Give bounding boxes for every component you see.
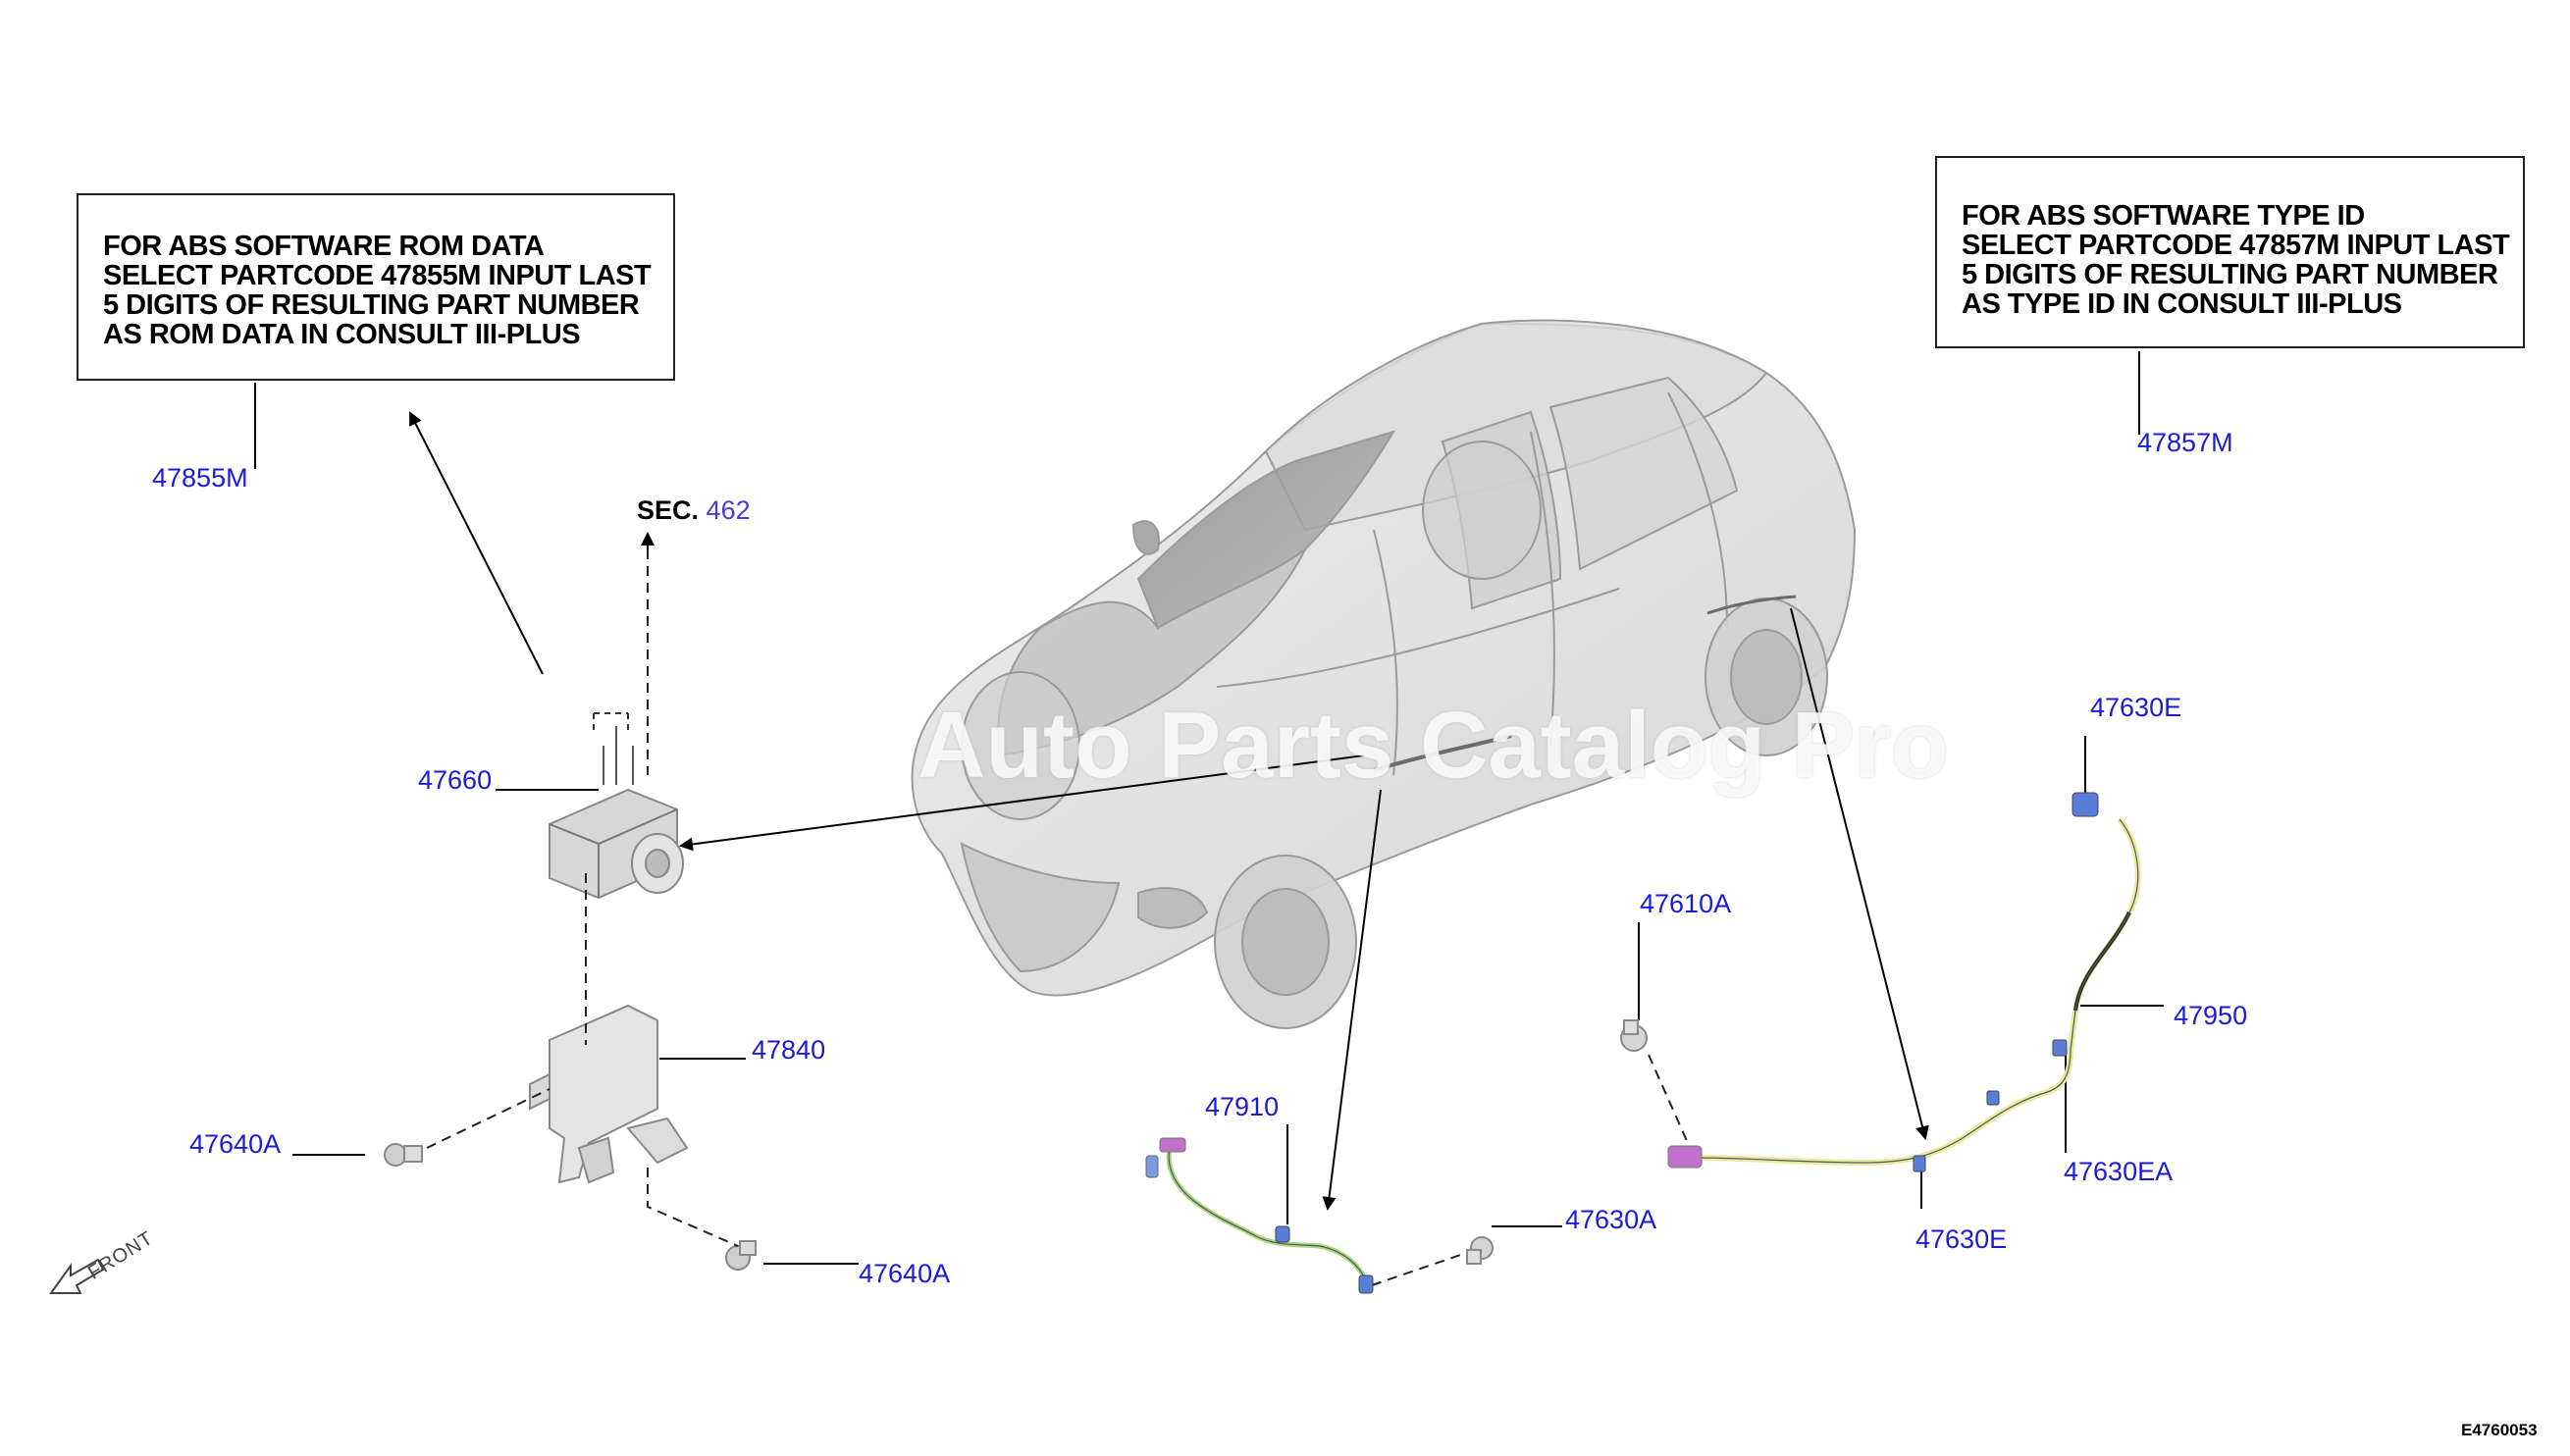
front-sensor-connector <box>1159 1137 1186 1153</box>
rear-sensor-head <box>2072 792 2099 817</box>
note-typeid-line-2: SELECT PARTCODE 47857M INPUT LAST <box>1962 230 2510 261</box>
note-typeid-line-4: AS TYPE ID IN CONSULT III-PLUS <box>1962 288 2402 320</box>
callout-47640A-left[interactable]: 47640A <box>189 1129 282 1159</box>
rear-wheel-sensor-harness <box>1620 792 2141 1172</box>
car-mirror <box>1131 520 1160 555</box>
note-rom-data: FOR ABS SOFTWARE ROM DATA SELECT PARTCOD… <box>77 193 675 381</box>
car-front-wheel-left <box>961 671 1080 820</box>
bolt-47630A <box>1466 1236 1494 1265</box>
rear-sensor-connector <box>1667 1145 1703 1169</box>
section-prefix: SEC. <box>637 495 700 525</box>
section-number[interactable]: 462 <box>706 495 751 525</box>
callout-47630E-bottom[interactable]: 47630E <box>1915 1224 2008 1254</box>
callout-47630E-top[interactable]: 47630E <box>2090 693 2182 722</box>
callout-47630EA[interactable]: 47630EA <box>2064 1157 2174 1186</box>
note-rom-line-3: 5 DIGITS OF RESULTING PART NUMBER <box>103 289 640 321</box>
callout-47610A[interactable]: 47610A <box>1640 889 1732 918</box>
callout-47950[interactable]: 47950 <box>2174 1001 2248 1030</box>
note-rom-line-1: FOR ABS SOFTWARE ROM DATA <box>103 231 545 262</box>
callout-47640A-bottom[interactable]: 47640A <box>859 1259 951 1288</box>
reference-arrows <box>409 411 1929 1211</box>
arrow-to-note-rom <box>409 411 544 675</box>
arrow-to-actuator <box>679 754 1365 852</box>
front-sensor-clip <box>1275 1225 1290 1243</box>
abs-actuator-assembly <box>384 712 757 1271</box>
vehicle-illustration <box>911 319 1857 1029</box>
bolt-47640A-left <box>384 1143 423 1167</box>
car-headlight <box>1137 887 1209 929</box>
note-typeid-line-1: FOR ABS SOFTWARE TYPE ID <box>1962 200 2365 232</box>
callout-47840[interactable]: 47840 <box>752 1035 826 1065</box>
watermark: Auto Parts Catalog Pro <box>918 693 1949 798</box>
note-rom-line-4: AS ROM DATA IN CONSULT III-PLUS <box>103 319 581 350</box>
callout-47660[interactable]: 47660 <box>418 765 493 795</box>
bolt-47610A <box>1620 1019 1648 1052</box>
note-typeid-line-3: 5 DIGITS OF RESULTING PART NUMBER <box>1962 259 2498 290</box>
bolt-47640A-bottom <box>725 1240 757 1271</box>
section-reference[interactable]: SEC. 462 <box>637 497 751 524</box>
front-wheel-sensor-harness <box>1145 1137 1494 1294</box>
car-rear-wheel-far <box>1422 441 1542 580</box>
callout-47857M[interactable]: 47857M <box>2137 428 2233 457</box>
callout-47630A[interactable]: 47630A <box>1565 1205 1657 1234</box>
note-type-id: FOR ABS SOFTWARE TYPE ID SELECT PARTCODE… <box>1935 156 2525 348</box>
callout-47855M[interactable]: 47855M <box>152 463 248 493</box>
car-grille <box>960 842 1121 973</box>
callout-47910[interactable]: 47910 <box>1205 1092 1280 1121</box>
front-sensor-head <box>1358 1274 1374 1294</box>
diagram-id: E4760053 <box>2461 1421 2538 1439</box>
assembly-dashed-lines <box>426 549 1689 1286</box>
front-direction-arrow <box>49 1258 105 1294</box>
note-rom-line-2: SELECT PARTCODE 47855M INPUT LAST <box>103 260 652 291</box>
car-side-window-rear <box>1548 376 1739 571</box>
arrow-to-rear-harness <box>1790 607 1929 1140</box>
arrow-to-front-sensor <box>1322 789 1382 1211</box>
